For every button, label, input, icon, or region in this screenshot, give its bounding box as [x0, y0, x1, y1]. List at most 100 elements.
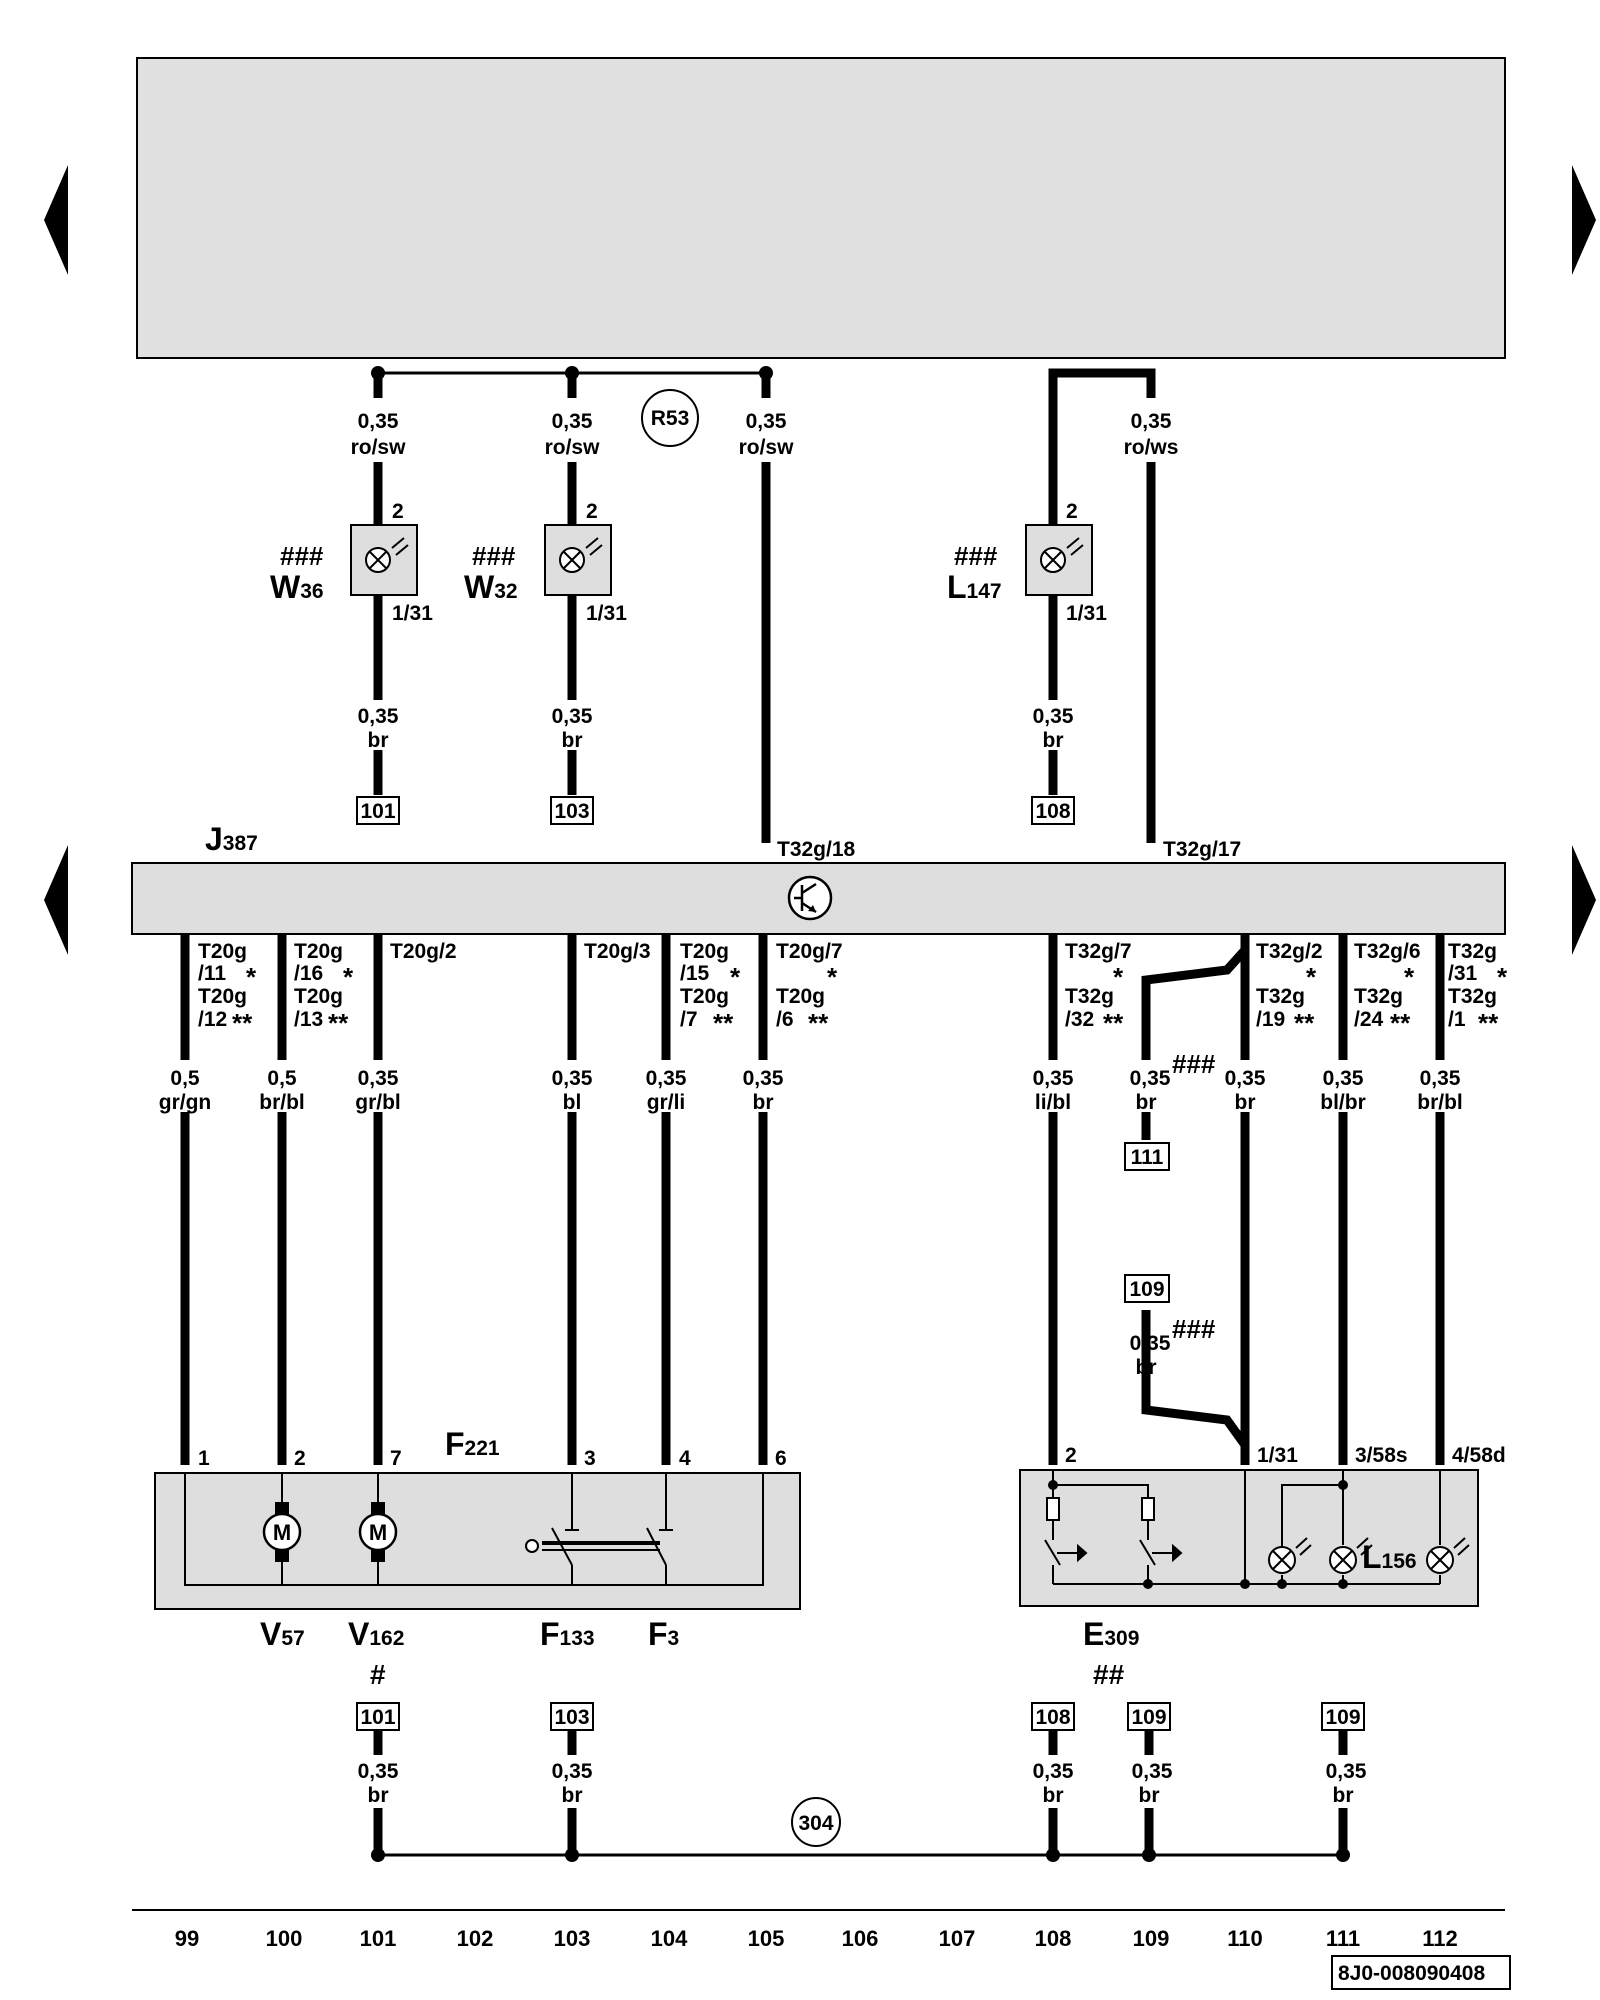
j387-label: J387 — [205, 821, 258, 857]
doc-code-box — [1332, 1990, 1502, 1998]
svg-text:103: 103 — [554, 1926, 591, 1951]
svg-text:**: ** — [713, 1008, 734, 1038]
upper-shaded-area — [136, 57, 1506, 359]
wire-gauge: 0,35 — [1130, 1332, 1171, 1355]
pin-labels-c105: T20g/7 T20g /6 * ** — [776, 940, 843, 1038]
svg-text:T32g/6: T32g/6 — [1354, 940, 1421, 963]
wire-color: br — [1235, 1091, 1256, 1114]
svg-text:**: ** — [1294, 1008, 1315, 1038]
shield-wire-lower — [1141, 1325, 1249, 1448]
svg-text:/11: /11 — [198, 962, 226, 985]
wire-color: br — [753, 1091, 774, 1114]
pin-label: 3 — [584, 1447, 596, 1470]
variant-mark: ### — [1172, 1049, 1216, 1079]
f133-label: F133 — [540, 1616, 595, 1652]
wire-color: gr/bl — [355, 1091, 401, 1114]
svg-text:T20g: T20g — [198, 985, 247, 1008]
svg-text:107: 107 — [939, 1926, 976, 1951]
pin-label: 2 — [586, 500, 598, 523]
arrow-right-icon[interactable] — [1572, 165, 1596, 275]
svg-text:*: * — [1497, 962, 1508, 992]
r53-junction-circle — [641, 389, 699, 447]
pin-label: T32g/17 — [1163, 838, 1241, 861]
svg-text:T20g: T20g — [198, 940, 247, 963]
svg-text:*: * — [246, 962, 257, 992]
pin-label: T32g/18 — [777, 838, 856, 861]
ground-109: 109 0,35 br — [1127, 1702, 1173, 1855]
wire-gauge: 0,35 — [1225, 1067, 1266, 1090]
arrow-right-icon[interactable] — [1572, 845, 1596, 955]
e309-nodes — [1048, 1480, 1348, 1589]
component-name: W32 — [464, 569, 518, 605]
svg-text:T32g/7: T32g/7 — [1065, 940, 1132, 963]
lamp-icon — [365, 537, 409, 573]
variant-mark: ### — [472, 541, 516, 571]
pin-labels-c110: T32g/2 * T32g /19 ** — [1256, 940, 1323, 1038]
wire-color: br/bl — [259, 1091, 305, 1114]
pin-label: 1/31 — [1257, 1444, 1298, 1467]
pin-labels-c111: T32g/6 * T32g /24 ** — [1354, 940, 1421, 1038]
svg-text:99: 99 — [175, 1926, 199, 1951]
doc-code: 8J0-008090408 — [1338, 1962, 1485, 1985]
svg-text:108: 108 — [1035, 1926, 1072, 1951]
r53-junction-label: R53 — [651, 407, 690, 430]
arrow-left-icon[interactable] — [44, 165, 68, 275]
wire-color: bl — [563, 1091, 582, 1114]
variant-mark: # — [370, 1659, 386, 1690]
svg-text:T20g/7: T20g/7 — [776, 940, 843, 963]
pin-label: 1/31 — [392, 602, 433, 625]
svg-text:0,35: 0,35 — [1033, 1760, 1074, 1783]
wire-color: ro/sw — [351, 436, 407, 459]
svg-text:109: 109 — [1325, 1706, 1360, 1729]
ground-101: 101 0,35 br — [356, 1702, 400, 1855]
svg-text:*: * — [1306, 962, 1317, 992]
svg-text:109: 109 — [1131, 1706, 1166, 1729]
svg-text:/32: /32 — [1065, 1008, 1094, 1031]
ref-box — [1031, 796, 1075, 825]
svg-text:0,35: 0,35 — [358, 1760, 399, 1783]
column-numbers: 99 100 101 102 103 104 105 106 107 108 1… — [175, 1926, 1458, 1951]
shield-wire-upper — [1141, 946, 1249, 1060]
svg-text:br: br — [562, 1784, 583, 1807]
wire-gauge: 0,35 — [358, 410, 399, 433]
wire-color: gr/li — [647, 1091, 686, 1114]
wire-gauge: 0,35 — [1130, 1067, 1171, 1090]
svg-text:T20g: T20g — [680, 940, 729, 963]
svg-text:br: br — [1139, 1784, 1160, 1807]
pin-label: 2 — [1066, 500, 1078, 523]
svg-text:111: 111 — [1326, 1926, 1360, 1951]
switch-icon — [1044, 1539, 1183, 1566]
f3-label: F3 — [648, 1616, 679, 1652]
pin-labels-c112: T32g /31 * T32g /1 ** — [1448, 940, 1508, 1038]
component-name: W36 — [270, 569, 324, 605]
pin-label: 1/31 — [1066, 602, 1107, 625]
svg-text:109: 109 — [1133, 1926, 1170, 1951]
pin-labels-c104: T20g /15 T20g /7 * ** — [680, 940, 741, 1038]
svg-text:0,35: 0,35 — [552, 1760, 593, 1783]
ground-103: 103 0,35 br — [550, 1702, 594, 1855]
l156-label: L156 — [1362, 1539, 1417, 1575]
ref-box — [1124, 1142, 1170, 1171]
svg-text:108: 108 — [1035, 1706, 1070, 1729]
svg-text:*: * — [1404, 962, 1415, 992]
component-name: L147 — [947, 569, 1002, 605]
svg-text:T20g: T20g — [680, 985, 729, 1008]
svg-text:/6: /6 — [776, 1008, 794, 1031]
wire-gauge: 0,35 — [1420, 1067, 1461, 1090]
ref-box — [356, 796, 400, 825]
wire-gauge: 0,35 — [1033, 705, 1074, 728]
wire-gauge: 0,35 — [743, 1067, 784, 1090]
svg-text:M: M — [273, 1520, 291, 1545]
variant-mark: ### — [280, 541, 324, 571]
ref-box — [1124, 1274, 1170, 1303]
arrow-left-icon[interactable] — [44, 845, 68, 955]
svg-text:*: * — [343, 962, 354, 992]
lamp-icon — [1040, 537, 1084, 573]
svg-text:/24: /24 — [1354, 1008, 1384, 1031]
wire-color: ro/ws — [1124, 436, 1179, 459]
pin-label: T20g/2 — [390, 940, 457, 963]
svg-text:101: 101 — [360, 1926, 397, 1951]
ref-number: 101 — [360, 800, 395, 823]
ground-nodes — [371, 1848, 1350, 1862]
